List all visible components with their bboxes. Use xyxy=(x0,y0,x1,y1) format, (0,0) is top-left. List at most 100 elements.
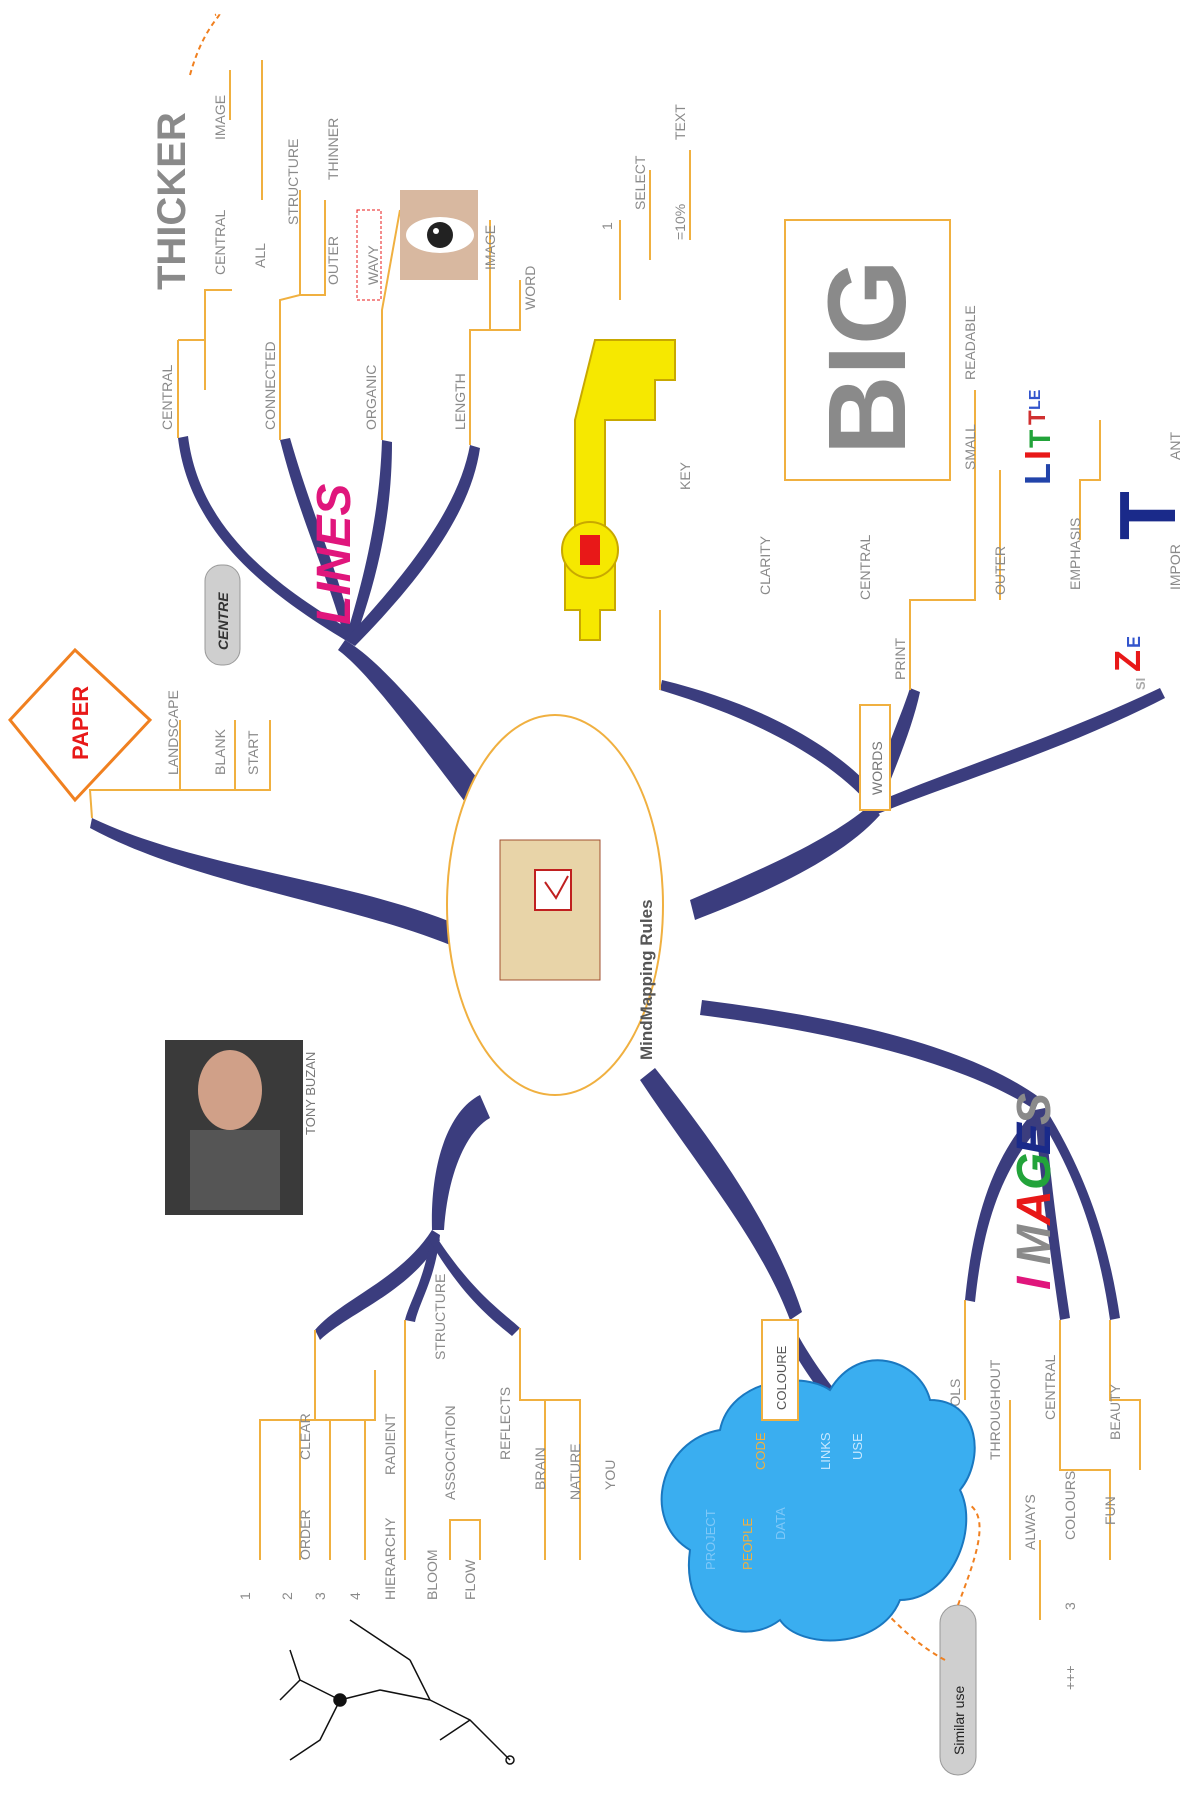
words-item-central: CENTRAL xyxy=(857,534,873,600)
little-t1: T xyxy=(1024,430,1057,448)
paper-item-landscape: LANDSCAPE xyxy=(165,690,181,775)
lines-item-organic: ORGANIC xyxy=(363,365,379,430)
images-item-plus: +++ xyxy=(1062,1665,1078,1690)
words-item-clarity: CLARITY xyxy=(757,535,773,595)
centre-note: CENTRE xyxy=(215,592,231,650)
branch-to-lines xyxy=(338,640,495,815)
images-item-3: 3 xyxy=(1062,1602,1078,1610)
structure-item-3: 3 xyxy=(312,1592,328,1600)
structure-item-bloom: BLOOM xyxy=(424,1549,440,1600)
images-item-central: CENTRAL xyxy=(1042,1354,1058,1420)
words-box xyxy=(859,704,891,811)
colour-title: COLOURE xyxy=(774,1345,789,1410)
branch-to-colour xyxy=(640,1068,802,1320)
key-item-1: 1 xyxy=(599,222,615,230)
images-item-beauty: BEAUTY xyxy=(1107,1383,1123,1440)
person-caption: TONY BUZAN xyxy=(303,1052,318,1135)
similar-use-note: Similar use xyxy=(951,1686,967,1755)
branch-to-structure xyxy=(431,1095,490,1230)
branch-to-words xyxy=(690,805,880,920)
little-le: LE xyxy=(1027,389,1044,410)
lines-item-length: LENGTH xyxy=(452,373,468,430)
colour-item-data: DATA xyxy=(773,1507,788,1540)
size-word: SI Z E xyxy=(1107,636,1148,690)
little-i: I xyxy=(1017,450,1058,460)
words-title: WORDS xyxy=(869,741,885,795)
lines-sub-image: IMAGE xyxy=(212,95,228,140)
colour-cloud xyxy=(660,1359,976,1642)
eye-image xyxy=(400,190,478,280)
branch-to-images xyxy=(700,1000,1040,1110)
words-emphasis: EMPHASIS xyxy=(1067,518,1083,590)
important-ant: ANT xyxy=(1167,432,1183,460)
structure-item-association: ASSOCIATION xyxy=(442,1405,458,1500)
words-item-print: PRINT xyxy=(892,638,908,680)
images-m: M xyxy=(1008,1224,1061,1265)
colour-box xyxy=(761,1319,799,1421)
structure-item-you: YOU xyxy=(602,1460,618,1490)
lines-sub-wavy: WAVY xyxy=(365,245,381,285)
structure-item-hierarchy: HIERARCHY xyxy=(382,1517,398,1600)
size-si: SI xyxy=(1133,678,1148,690)
similar-use-arrows xyxy=(759,1419,981,1661)
structure-item-nature: NATURE xyxy=(567,1443,583,1500)
images-item-always: ALWAYS xyxy=(1022,1494,1038,1550)
important-t: T xyxy=(1103,491,1192,540)
paper-item-blank: BLANK xyxy=(212,728,228,775)
lines-title: LINES xyxy=(308,484,361,625)
lines-item-connected: CONNECTED xyxy=(262,341,278,430)
key-icon xyxy=(564,339,676,641)
key-branch: KEY 1 SELECT =10% TEXT xyxy=(561,104,693,641)
structure-item-clear: CLEAR xyxy=(297,1413,313,1460)
lines-item-central: CENTRAL xyxy=(159,364,175,430)
images-item-fun: FUN xyxy=(1102,1496,1118,1525)
important-impor: IMPOR xyxy=(1167,544,1183,590)
lines-sub-image-2: IMAGE xyxy=(482,225,498,270)
words-item-small: SMALL xyxy=(962,424,978,470)
lines-sub-word: WORD xyxy=(522,266,538,310)
key-item-percent: =10% xyxy=(672,204,688,240)
structure-item-radient: RADIENT xyxy=(382,1413,398,1475)
images-item-colours: COLOURS xyxy=(1062,1471,1078,1540)
little-t2: T xyxy=(1024,410,1051,425)
images-i: I xyxy=(1008,1275,1061,1290)
structure-item-flow: FLOW xyxy=(462,1559,478,1600)
words-item-outer: OUTER xyxy=(992,546,1008,595)
lines-sub-thinner: THINNER xyxy=(325,118,341,180)
person-photo: TONY BUZAN xyxy=(165,1040,318,1215)
key-item-select: SELECT xyxy=(632,155,648,210)
little-l: L xyxy=(1017,463,1058,485)
structure-item-2: 2 xyxy=(279,1592,295,1600)
structure-item-order: ORDER xyxy=(297,1509,313,1560)
images-s: S xyxy=(1008,1093,1061,1125)
branch-to-paper xyxy=(90,818,470,950)
neuron-drawing xyxy=(279,1619,515,1765)
colour-item-people: PEOPLE xyxy=(740,1518,755,1570)
thicker-arrow xyxy=(189,12,221,76)
paper-branch: PAPER LANDSCAPE BLANK START CENTRE xyxy=(8,564,261,803)
thicker-title: THICKER xyxy=(150,112,194,290)
center-title: MindMapping Rules xyxy=(637,899,656,1060)
images-branch: I M A G E S CODES/SYMBOLS THROUGHOUT ALW… xyxy=(759,1093,1123,1776)
paper-diamond xyxy=(8,647,153,803)
important-word: IMPOR T ANT xyxy=(1103,432,1192,590)
lines-branch: LINES THICKER CENTRAL CONNECTED ORGANIC … xyxy=(150,12,538,625)
words-branch: WORDS BIG PRINT CLARITY CENTRAL OUTER SM… xyxy=(757,219,1192,811)
lines-sub-central: CENTRAL xyxy=(212,209,228,275)
paper-item-start: START xyxy=(245,730,261,775)
structure-item-reflects: REFLECTS xyxy=(497,1387,513,1460)
central-node: MindMapping Rules xyxy=(446,714,664,1096)
images-g: G xyxy=(1008,1153,1061,1190)
little-word: L I T T LE xyxy=(1017,389,1058,485)
centre-badge xyxy=(204,564,241,666)
wavy-selection xyxy=(356,209,382,301)
words-item-readable: READABLE xyxy=(962,305,978,380)
key-item-text: TEXT xyxy=(672,104,688,140)
colour-item-code: CODE xyxy=(753,1432,768,1470)
images-e: E xyxy=(1008,1121,1061,1155)
big-box xyxy=(784,219,951,481)
structure-item-4: 4 xyxy=(347,1592,363,1600)
paper-title: PAPER xyxy=(68,686,93,760)
colour-item-links: LINKS xyxy=(818,1432,833,1470)
